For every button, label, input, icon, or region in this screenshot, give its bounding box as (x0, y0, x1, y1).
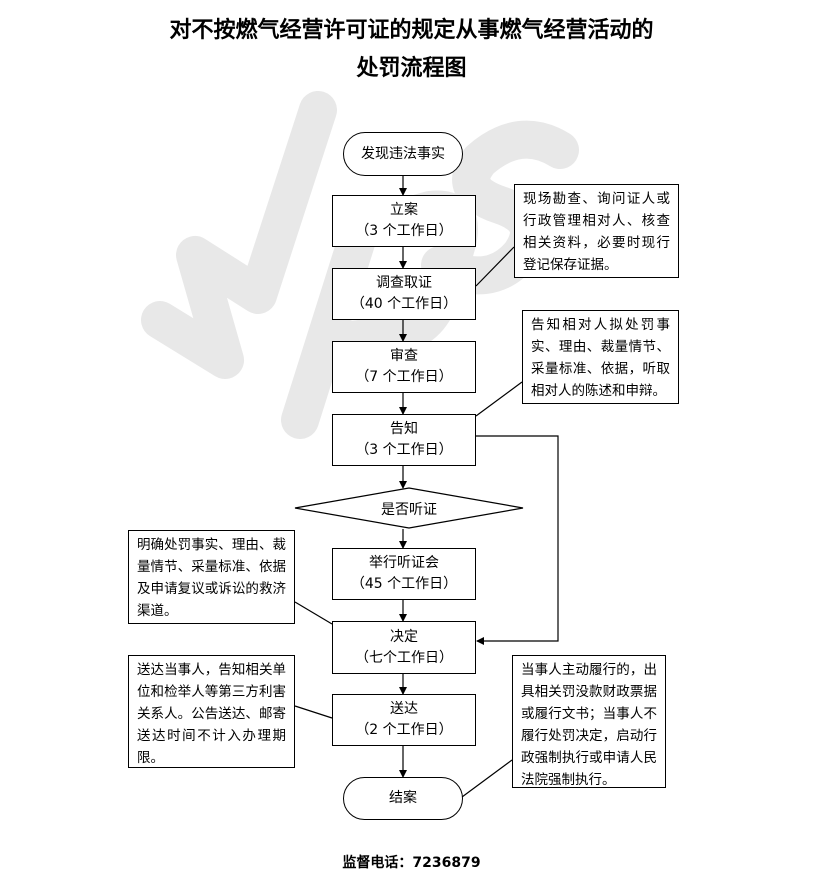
step-review-time: （7 个工作日） (355, 369, 453, 385)
step-hearing: 举行听证会 （45 个工作日） (332, 548, 476, 600)
step-review-name: 审查 (390, 348, 418, 364)
step-investigation-time: （40 个工作日） (350, 296, 458, 312)
start-terminal: 发现违法事实 (343, 132, 463, 176)
step-decision: 决定 （七个工作日） (332, 621, 476, 674)
end-note: 当事人主动履行的，出具相关罚没款财政票据或履行文书；当事人不履行处罚决定，启动行… (512, 655, 666, 788)
end-terminal: 结案 (343, 777, 463, 820)
step-filing-time: （3 个工作日） (355, 223, 453, 239)
decision-note: 明确处罚事实、理由、裁量情节、采量标准、依据及申请复议或诉讼的救济渠道。 (128, 530, 295, 624)
step-investigation-name: 调查取证 (376, 275, 432, 291)
step-hearing-time: （45 个工作日） (350, 576, 458, 592)
step-investigation: 调查取证 （40 个工作日） (332, 268, 476, 320)
page-title: 对不按燃气经营许可证的规定从事燃气经营活动的 (169, 18, 654, 43)
page-subtitle: 处罚流程图 (356, 56, 467, 81)
step-review: 审查 （7 个工作日） (332, 341, 476, 393)
step-filing-name: 立案 (390, 202, 418, 218)
notification-note: 告知相对人拟处罚事实、理由、裁量情节、采量标准、依据，听取相对人的陈述和申辩。 (522, 310, 679, 404)
step-notification: 告知 （3 个工作日） (332, 414, 476, 466)
step-hearing-name: 举行听证会 (369, 555, 439, 571)
start-label: 发现违法事实 (361, 145, 445, 162)
investigation-note: 现场勘查、询问证人或行政管理相对人、核查相关资料，必要时现行登记保存证据。 (514, 184, 679, 278)
step-delivery: 送达 （2 个工作日） (332, 694, 476, 746)
decision-hearing-diamond: 是否听证 (294, 489, 524, 529)
step-filing: 立案 （3 个工作日） (332, 195, 476, 247)
step-notification-name: 告知 (390, 421, 418, 437)
supervision-phone: 监督电话：7236879 (342, 855, 481, 871)
decision-hearing-label: 是否听证 (381, 502, 437, 518)
step-decision-time: （七个工作日） (355, 649, 453, 666)
step-notification-time: （3 个工作日） (355, 442, 453, 458)
step-delivery-time: （2 个工作日） (355, 722, 453, 738)
step-delivery-name: 送达 (390, 701, 418, 717)
delivery-note: 送达当事人，告知相关单位和检举人等第三方利害关系人。公告送达、邮寄送达时间不计入… (128, 655, 295, 768)
end-label: 结案 (389, 790, 417, 806)
step-decision-name: 决定 (390, 628, 418, 645)
